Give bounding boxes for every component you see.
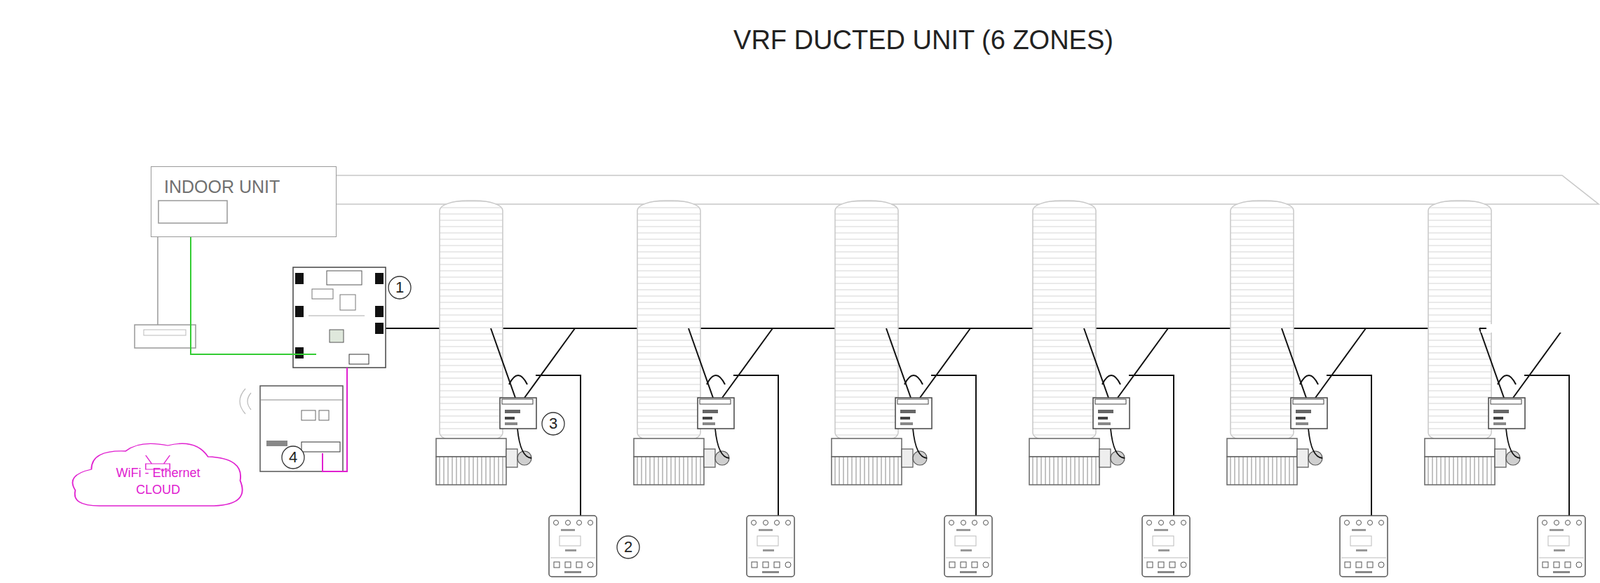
rect-part bbox=[295, 272, 304, 284]
rect-part bbox=[375, 305, 384, 317]
callout-number: 2 bbox=[624, 539, 633, 555]
rect-part bbox=[301, 410, 316, 420]
rect-part bbox=[319, 410, 329, 420]
main-board bbox=[293, 267, 386, 368]
rect-part bbox=[349, 354, 369, 364]
rect-part bbox=[295, 305, 304, 317]
indoor-unit-box: INDOOR UNIT bbox=[150, 166, 337, 237]
zone-4 bbox=[1029, 200, 1190, 577]
rect-part bbox=[260, 385, 343, 472]
wall-controller bbox=[134, 324, 196, 348]
rect-part bbox=[312, 288, 334, 299]
path-part bbox=[239, 388, 252, 414]
callout-circle bbox=[388, 276, 411, 299]
cloud-label: CLOUD bbox=[67, 481, 249, 499]
indoor-unit-bus-wire bbox=[190, 222, 317, 355]
line-part bbox=[260, 399, 343, 401]
callout-number: 4 bbox=[288, 449, 298, 465]
cloud-label: WiFi - Ethernet bbox=[67, 464, 249, 481]
rect-part bbox=[266, 440, 288, 446]
gateway-wire bbox=[322, 367, 348, 472]
rect-part bbox=[375, 272, 384, 284]
rect-part bbox=[326, 270, 362, 285]
cloud-shape: WiFi - EthernetCLOUD bbox=[67, 438, 249, 512]
callout-circle bbox=[617, 535, 640, 559]
zone-1 bbox=[436, 200, 597, 577]
cloud-text: WiFi - EthernetCLOUD bbox=[67, 464, 249, 499]
unit-panel bbox=[157, 199, 242, 228]
diagram-title: VRF DUCTED UNIT (6 ZONES) bbox=[733, 25, 1114, 56]
zone-bus bbox=[385, 327, 1487, 329]
unit-control-box bbox=[158, 200, 228, 223]
rect-part bbox=[329, 329, 344, 343]
bus-end bbox=[1479, 327, 1487, 329]
controller-wire bbox=[157, 236, 159, 325]
rect-part bbox=[375, 322, 384, 334]
callout-number: 1 bbox=[395, 279, 404, 296]
callout-circle bbox=[541, 412, 565, 435]
zone-6 bbox=[1424, 200, 1586, 577]
bus-end-mask bbox=[1480, 323, 1565, 333]
line-part bbox=[308, 315, 365, 317]
supply-duct bbox=[336, 175, 1599, 205]
callout-circle bbox=[281, 445, 305, 469]
controller-screen bbox=[143, 329, 186, 336]
zone-5 bbox=[1226, 200, 1388, 577]
zone-3 bbox=[831, 200, 993, 577]
rect-part bbox=[340, 294, 356, 310]
zone-2 bbox=[633, 200, 795, 577]
callout-number: 3 bbox=[548, 415, 558, 432]
rect-part bbox=[301, 441, 341, 452]
rect-part bbox=[295, 347, 304, 359]
rect-part bbox=[293, 267, 386, 368]
unit-label: INDOOR UNIT bbox=[164, 176, 280, 198]
wifi-gateway bbox=[239, 385, 343, 472]
